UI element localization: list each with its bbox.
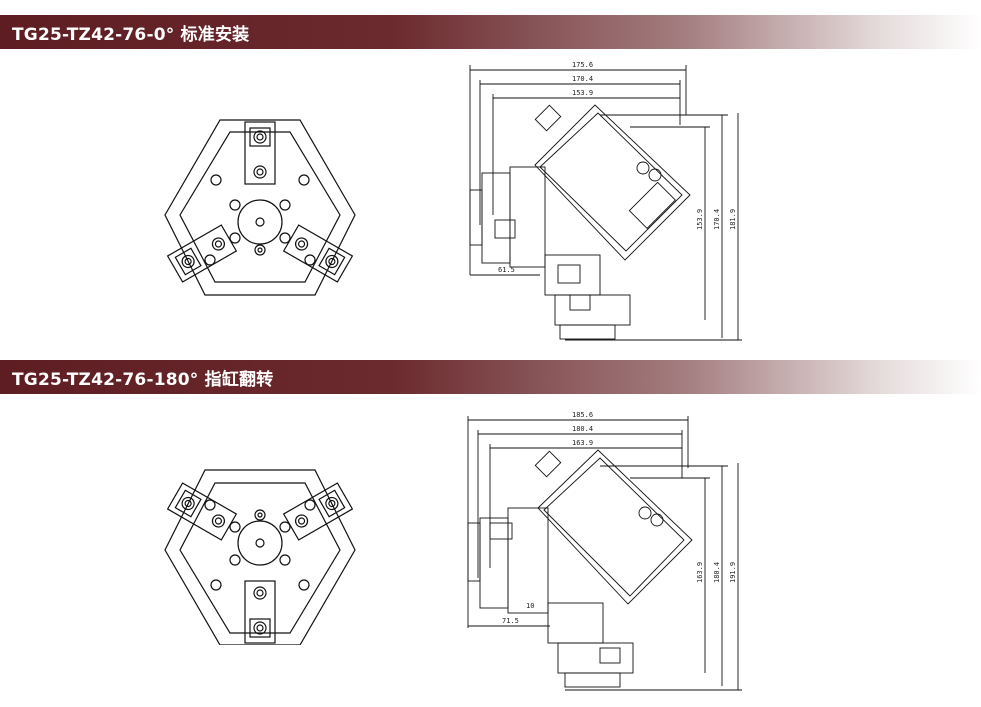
dim-height-mid-2: 180.4 bbox=[713, 562, 721, 583]
dim-width-inner-1: 153.9 bbox=[572, 89, 593, 97]
dim-width-mid-1: 170.4 bbox=[572, 75, 593, 83]
section-banner-1: TG25-TZ42-76-0° 标准安装 bbox=[0, 15, 981, 49]
gripper-side-view-2: 185.6 180.4 163.9 163.9 180.4 191.9 71.5… bbox=[467, 411, 742, 691]
gripper-top-view-1 bbox=[164, 119, 356, 296]
dim-height-outer-1: 181.9 bbox=[729, 209, 737, 230]
dim-height-inner-1: 153.9 bbox=[696, 209, 704, 230]
dim-height-outer-2: 191.9 bbox=[729, 562, 737, 583]
gripper-side-view-1: 175.6 170.4 153.9 153.9 170.4 181.9 61.5 bbox=[469, 61, 742, 341]
dim-offset-2: 71.5 bbox=[502, 617, 519, 625]
dim-width-outer-1: 175.6 bbox=[572, 61, 593, 69]
gripper-top-view-2 bbox=[164, 469, 356, 645]
dim-width-mid-2: 180.4 bbox=[572, 425, 593, 433]
section-banner-2: TG25-TZ42-76-180° 指缸翻转 bbox=[0, 360, 981, 394]
section-title-1: TG25-TZ42-76-0° 标准安装 bbox=[12, 25, 250, 45]
dim-height-mid-1: 170.4 bbox=[713, 209, 721, 230]
section-title-2: TG25-TZ42-76-180° 指缸翻转 bbox=[12, 370, 274, 390]
dim-width-inner-2: 163.9 bbox=[572, 439, 593, 447]
dim-small-2: 10 bbox=[526, 602, 534, 610]
dim-width-outer-2: 185.6 bbox=[572, 411, 593, 419]
dim-height-inner-2: 163.9 bbox=[696, 562, 704, 583]
dim-offset-1: 61.5 bbox=[498, 266, 515, 274]
